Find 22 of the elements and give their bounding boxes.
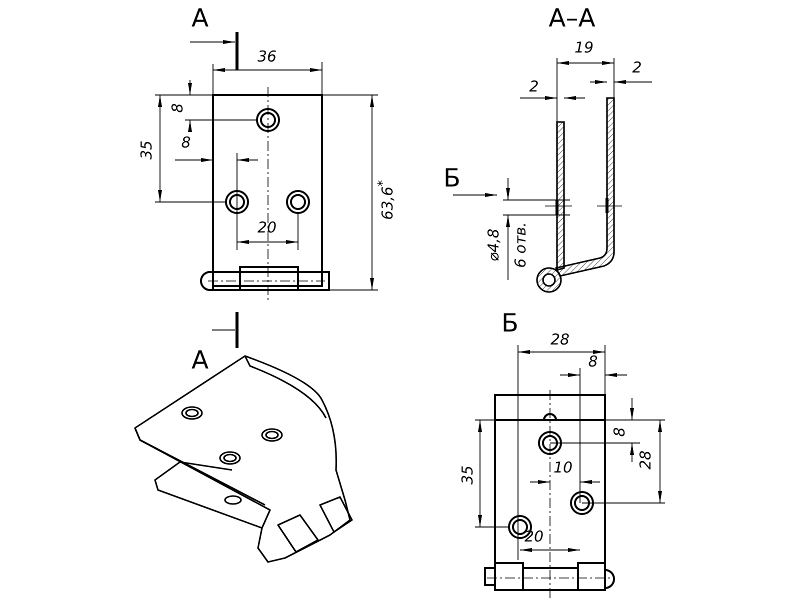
dimension-text: 8: [181, 136, 191, 150]
dimension-text: 36: [257, 50, 277, 64]
dimension-text: 20: [524, 530, 544, 544]
dimension-text: 2: [529, 80, 539, 94]
view-title: Б: [501, 310, 519, 336]
dimension-text: 8: [588, 354, 598, 370]
dimension-text: ⌀4,8: [486, 228, 502, 262]
dimension-text: 19: [574, 40, 594, 56]
note-text: 6 отв.: [514, 222, 528, 268]
dimension-text: 28: [550, 332, 570, 348]
dimension-text: 10: [553, 460, 573, 476]
dimension-text: 8: [612, 427, 628, 437]
dimension-text: 8: [170, 103, 186, 113]
dimension-text: 35: [460, 465, 476, 485]
dimension-text: 28: [638, 450, 654, 470]
section-letter: А: [191, 6, 209, 30]
view-letter: Б: [443, 166, 461, 190]
section-title: А–А: [548, 6, 596, 30]
dimension-text: 20: [257, 220, 277, 236]
dimension-text: 2: [632, 60, 642, 76]
dimension-text: 35: [140, 140, 154, 160]
section-letter: А: [191, 348, 209, 372]
